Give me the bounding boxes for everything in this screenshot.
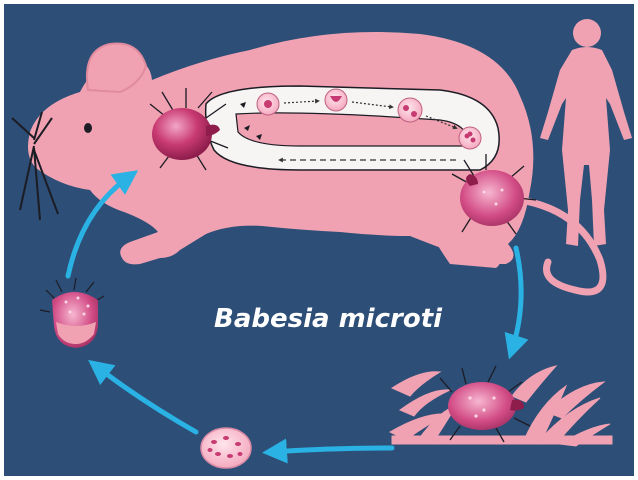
- diagram-title: Babesia microti: [214, 304, 443, 334]
- red-blood-cell-cycle-icon: [206, 86, 500, 170]
- egg-mass-icon: [201, 428, 251, 468]
